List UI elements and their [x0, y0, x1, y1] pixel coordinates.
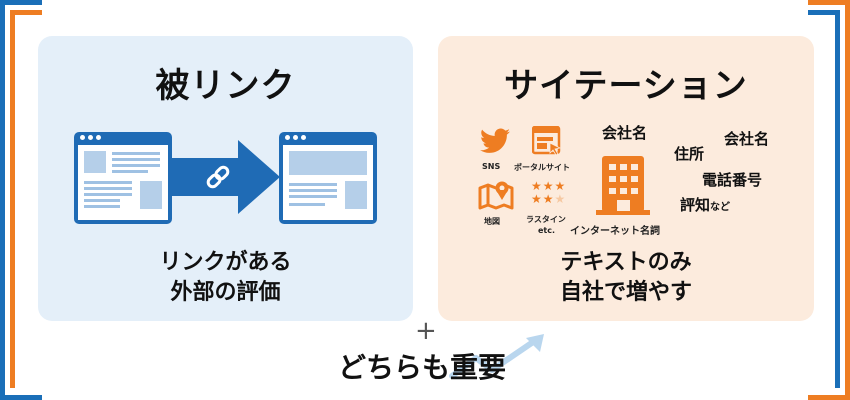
- source-browser-window-icon: [74, 132, 172, 224]
- rating-site-label: ラスタイン: [526, 215, 566, 224]
- citation-caption-line2: 自社で増やす: [559, 280, 692, 305]
- sns-label: SNS: [482, 162, 501, 171]
- right-corner-bracket-blue: [808, 10, 840, 388]
- left-corner-bracket-blue: [0, 0, 42, 400]
- mention-reputation: 評知など: [680, 196, 731, 214]
- twitter-bird-icon: [480, 128, 510, 153]
- link-arrow-icon: [170, 140, 280, 214]
- etc-label: etc.: [538, 226, 556, 235]
- backlink-caption-line1: リンクがある: [159, 250, 292, 275]
- building-icon: [596, 156, 650, 215]
- star-rating-icon: ★★★ ★★★: [531, 179, 567, 206]
- both-important-title: どちらも重要: [338, 351, 507, 384]
- mention-address: 住所: [674, 145, 705, 163]
- internet-noun-label: インターネット名詞: [570, 226, 660, 237]
- backlink-caption-line2: 外部の評価: [170, 280, 281, 305]
- citation-caption: テキストのみ 自社で増やす: [438, 248, 814, 308]
- citation-title: サイテーション: [504, 66, 748, 106]
- left-corner-bracket-orange: [10, 10, 42, 388]
- portal-site-label: ポータルサイト: [514, 163, 570, 172]
- map-pin-icon: [478, 181, 514, 210]
- right-corner-bracket-orange: [808, 0, 850, 400]
- portal-site-icon: [532, 126, 562, 156]
- citation-panel: サイテーション SNS ポータルサイト 地図 ★★★ ★★★ ラスタイン etc…: [438, 36, 814, 321]
- map-label: 地図: [484, 217, 500, 226]
- target-browser-window-icon: [279, 132, 377, 224]
- trend-arrow-icon: [449, 334, 544, 379]
- chain-link-icon: [206, 165, 230, 189]
- mention-company-name-1: 会社名: [602, 124, 648, 142]
- backlink-title: 被リンク: [155, 66, 296, 106]
- backlink-panel: 被リンク: [38, 36, 413, 321]
- citation-caption-line1: テキストのみ: [560, 250, 692, 275]
- plus-icon: +: [415, 316, 437, 346]
- backlink-caption: リンクがある 外部の評価: [38, 248, 413, 308]
- mention-phone-number: 電話番号: [702, 171, 763, 189]
- mention-company-name-2: 会社名: [724, 130, 770, 148]
